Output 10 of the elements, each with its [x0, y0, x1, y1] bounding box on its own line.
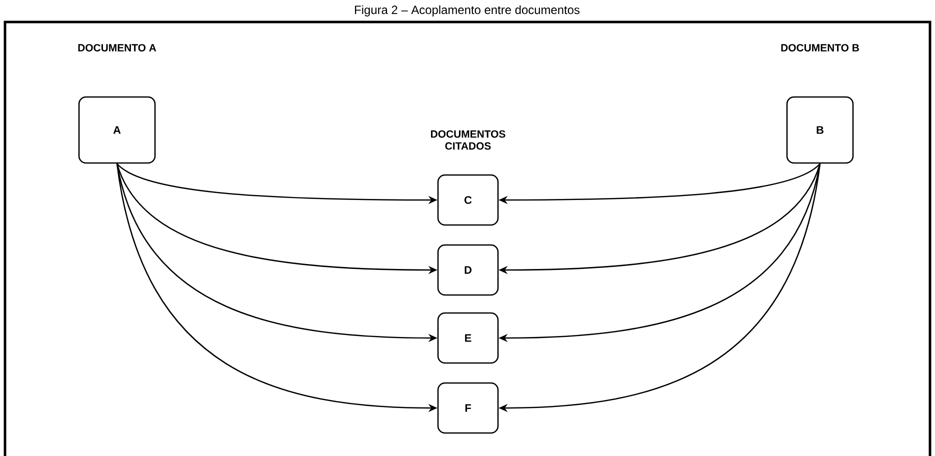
- document-box: E: [437, 312, 499, 364]
- document-box: A: [78, 96, 156, 164]
- document-box: D: [437, 244, 499, 296]
- figure-title: Figura 2 – Acoplamento entre documentos: [355, 5, 580, 16]
- group-heading: DOCUMENTOS CITADOS: [431, 130, 506, 150]
- box-heading: DOCUMENTO A: [78, 44, 156, 52]
- document-box: C: [437, 174, 499, 226]
- document-box: F: [437, 382, 499, 434]
- document-box: B: [786, 96, 854, 164]
- box-heading: DOCUMENTO B: [781, 44, 859, 52]
